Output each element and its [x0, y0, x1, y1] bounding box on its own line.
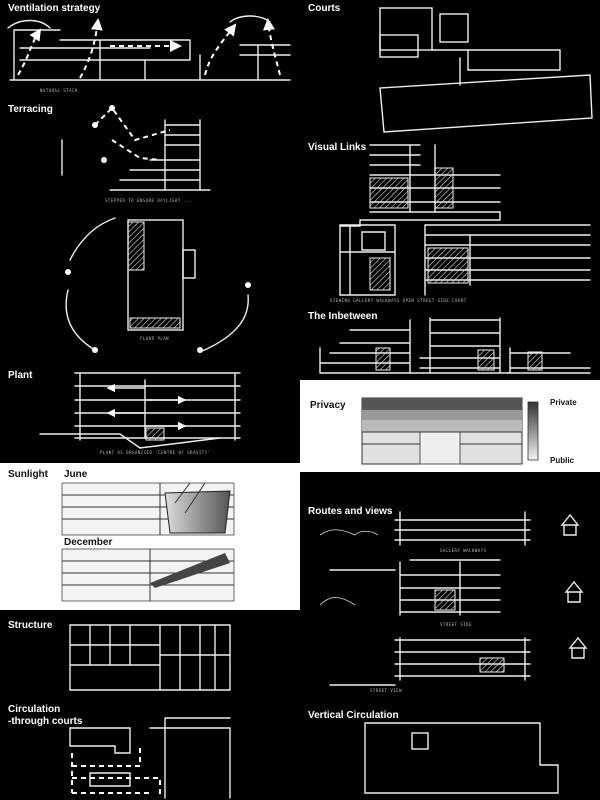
visual-links-panel: Visual Links VIEWING GALLERY WALKWAYS OP… [300, 140, 600, 308]
circulation-panel: Circulation -through courts [0, 698, 300, 800]
terracing-note-top: STEPPED TO ENSURE DAYLIGHT ... [105, 198, 193, 203]
structure-panel: Structure [0, 610, 300, 698]
structure-title: Structure [8, 620, 53, 631]
plant-panel: Plant PLANT AS ORGANISED 'CENTRE OF GRAV… [0, 368, 300, 463]
sunlight-panel: Sunlight June December [0, 463, 300, 610]
vertical-panel: Vertical Circulation [300, 705, 600, 800]
plant-sketch [39, 372, 241, 449]
circulation-title: Circulation -through courts [8, 704, 83, 727]
visual-links-sketch [339, 144, 591, 296]
privacy-title: Privacy [310, 400, 346, 411]
routes-note-3: STREET VIEW [370, 688, 402, 693]
routes-panel: Routes and views GALLERY WALKWAYS STREET… [300, 500, 600, 705]
privacy-public-label: Public [550, 456, 575, 465]
ventilation-sketch [7, 15, 291, 81]
courts-panel: Courts [300, 0, 600, 140]
sunlight-title: Sunlight [8, 469, 48, 480]
circulation-sketch [69, 717, 231, 799]
vertical-title: Vertical Circulation [308, 710, 399, 721]
visual-links-title: Visual Links [308, 142, 367, 153]
visual-links-note: VIEWING GALLERY WALKWAYS OPEN STREET SID… [330, 298, 467, 303]
ventilation-panel: Ventilation strategy NATURAL STACK [0, 0, 300, 100]
inbetween-sketch [319, 317, 591, 374]
routes-sketch [319, 511, 588, 686]
vertical-sketch [364, 722, 559, 794]
sunlight-june-label: June [64, 469, 88, 480]
courts-sketch [379, 7, 593, 133]
plant-note: PLANT AS ORGANISED 'CENTRE OF GRAVITY' [100, 450, 211, 455]
ventilation-title: Ventilation strategy [8, 3, 101, 14]
routes-note-1: GALLERY WALKWAYS [440, 548, 487, 553]
sunlight-december-label: December [64, 537, 113, 548]
terracing-title: Terracing [8, 104, 53, 115]
plant-title: Plant [8, 370, 33, 381]
inbetween-title: The Inbetween [308, 311, 378, 322]
terracing-sketch [61, 105, 251, 353]
privacy-private-label: Private [550, 398, 577, 407]
privacy-sketch [361, 397, 539, 465]
structure-sketch [69, 624, 231, 691]
routes-note-2: STREET SIDE [440, 622, 472, 627]
terracing-note-plan: FLOOR PLAN [140, 336, 170, 341]
courts-title: Courts [308, 3, 341, 14]
privacy-panel: Privacy Private Public [300, 380, 600, 472]
routes-title: Routes and views [308, 506, 393, 517]
inbetween-panel: The Inbetween [300, 308, 600, 380]
sunlight-sketch [61, 482, 235, 602]
ventilation-note: NATURAL STACK [40, 88, 78, 93]
terracing-panel: Terracing STEPPED TO ENSURE DAYLIGHT ...… [0, 100, 300, 368]
